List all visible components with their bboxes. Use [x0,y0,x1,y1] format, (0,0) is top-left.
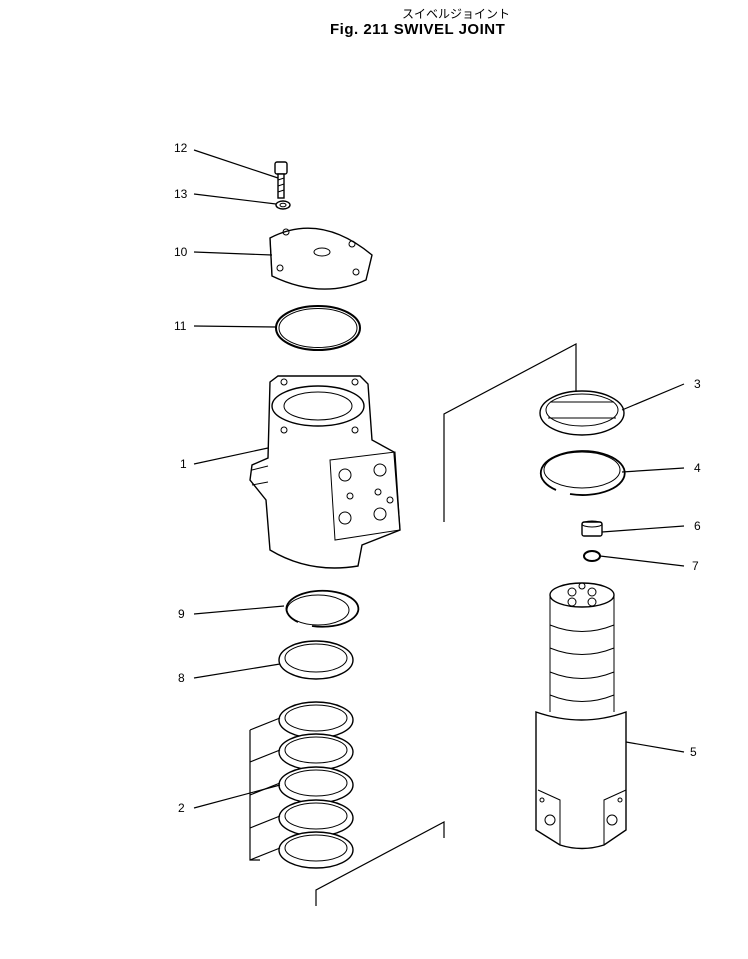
callout-12: 12 [174,141,188,155]
callout-8: 8 [178,671,185,685]
part-3-bushing [539,390,625,436]
callout-6: 6 [694,519,701,533]
callout-5: 5 [690,745,697,759]
callout-4: 4 [694,461,701,475]
group-bracket [249,343,577,906]
figure-subtitle-jp: スイベルジョイント [402,7,510,21]
callout-9: 9 [178,607,185,621]
part-11-o-ring [275,305,361,351]
callout-1: 1 [180,457,187,471]
callout-10: 10 [174,245,188,259]
callout-13: 13 [174,187,188,201]
part-10-cover [269,227,373,290]
part-4-retaining-ring [539,450,626,496]
part-2-seal-stack [278,701,354,869]
callout-11: 11 [174,319,187,333]
callout-2: 2 [178,801,185,815]
part-6-plug [581,520,603,537]
part-12-bolt [274,161,288,199]
callout-7: 7 [692,559,699,573]
part-1-swivel-body [249,375,401,569]
part-13-washer [275,200,291,210]
leader-lines [193,149,685,809]
part-8-ring [278,640,354,680]
callouts: 12 13 10 11 1 9 8 2 3 4 6 7 5 [174,141,701,815]
part-9-snap-ring [285,589,360,628]
part-7-o-ring [583,550,601,562]
callout-3: 3 [694,377,701,391]
part-5-swivel-shaft [535,582,627,850]
figure-title: Fig. 211 SWIVEL JOINT [330,21,505,38]
